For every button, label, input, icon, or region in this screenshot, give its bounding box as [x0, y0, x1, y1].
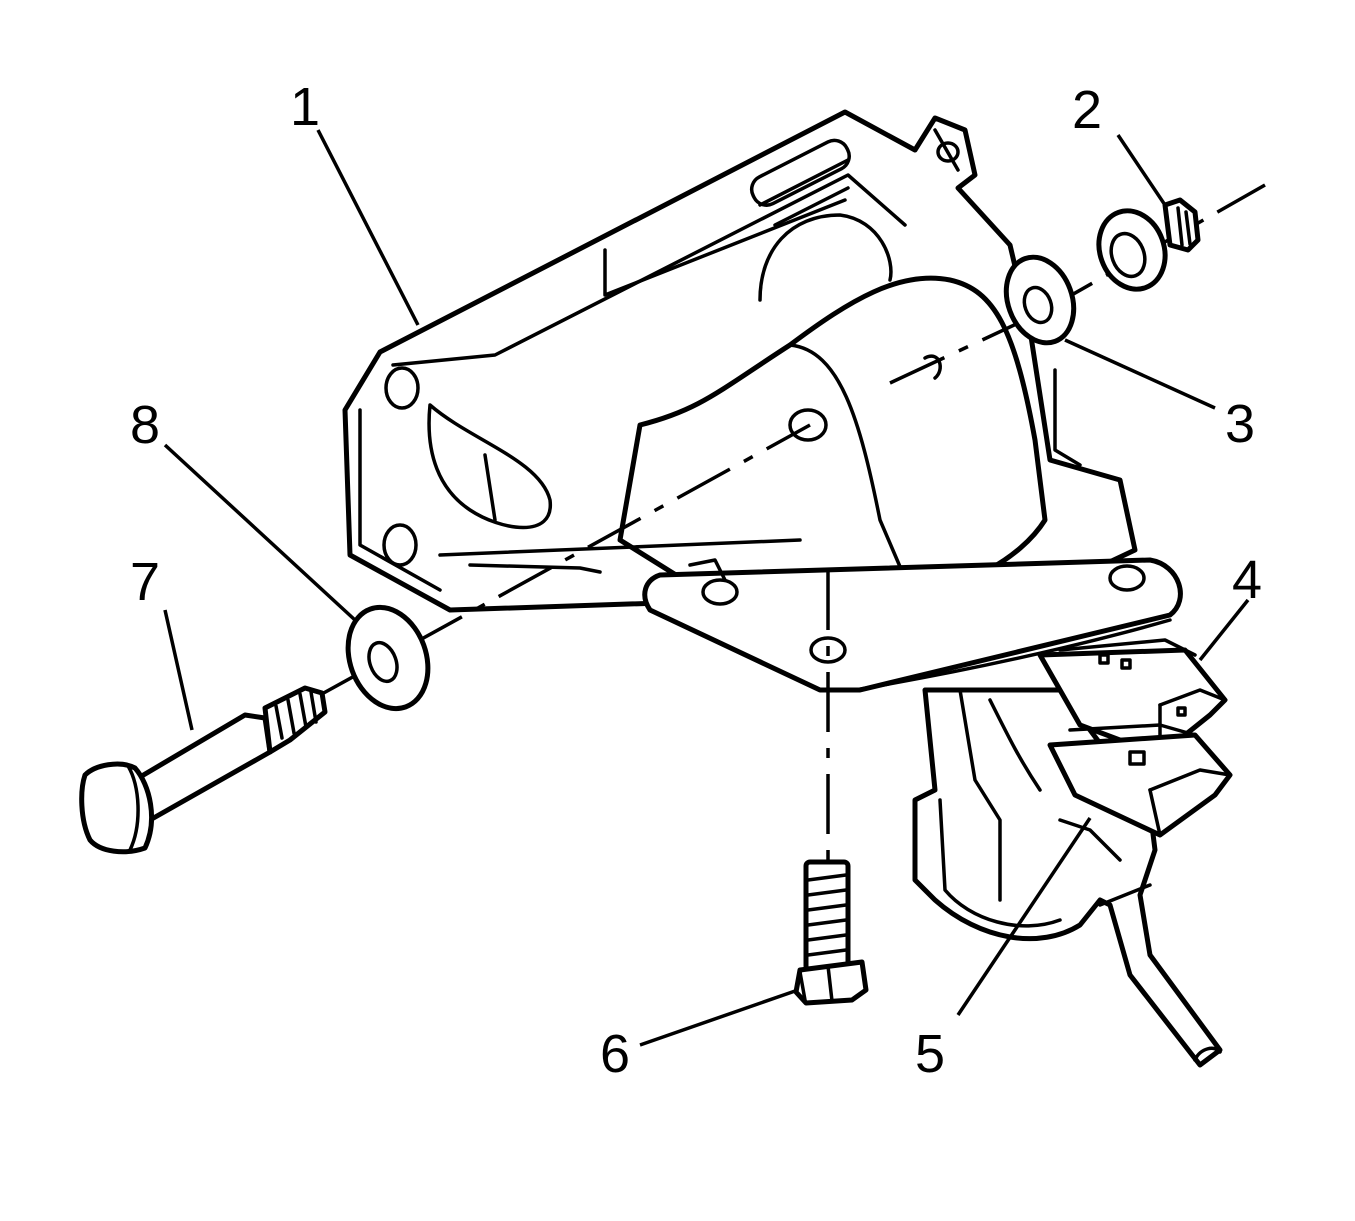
callout-7: 7 [130, 552, 160, 612]
callout-3: 3 [1225, 394, 1255, 454]
callout-labels: 1 2 3 4 5 6 7 8 [130, 77, 1262, 1084]
leader-8 [163, 443, 357, 622]
leader-lines [163, 129, 1250, 1047]
pivot-nut [1096, 197, 1201, 292]
leader-6 [639, 988, 799, 1047]
callout-8: 8 [130, 395, 160, 455]
washer-left [345, 604, 431, 712]
pedal-housing [438, 275, 1048, 593]
pivot-bolt [79, 685, 328, 855]
callout-5: 5 [915, 1024, 945, 1084]
pedal-arm-assembly [912, 687, 1223, 1068]
flange-bolt [793, 859, 869, 1006]
washer-right [1003, 254, 1077, 346]
leader-5 [956, 817, 1092, 1016]
callout-1: 1 [290, 77, 320, 137]
switch-connector-lower [1047, 723, 1233, 838]
leader-1 [316, 129, 420, 326]
leader-3 [1064, 338, 1216, 410]
callout-4: 4 [1232, 550, 1262, 610]
callout-2: 2 [1072, 80, 1102, 140]
callout-6: 6 [600, 1024, 630, 1084]
leader-2 [1116, 134, 1167, 206]
leader-7 [163, 609, 194, 731]
mounting-flange [642, 557, 1183, 693]
leader-4 [1198, 598, 1250, 662]
